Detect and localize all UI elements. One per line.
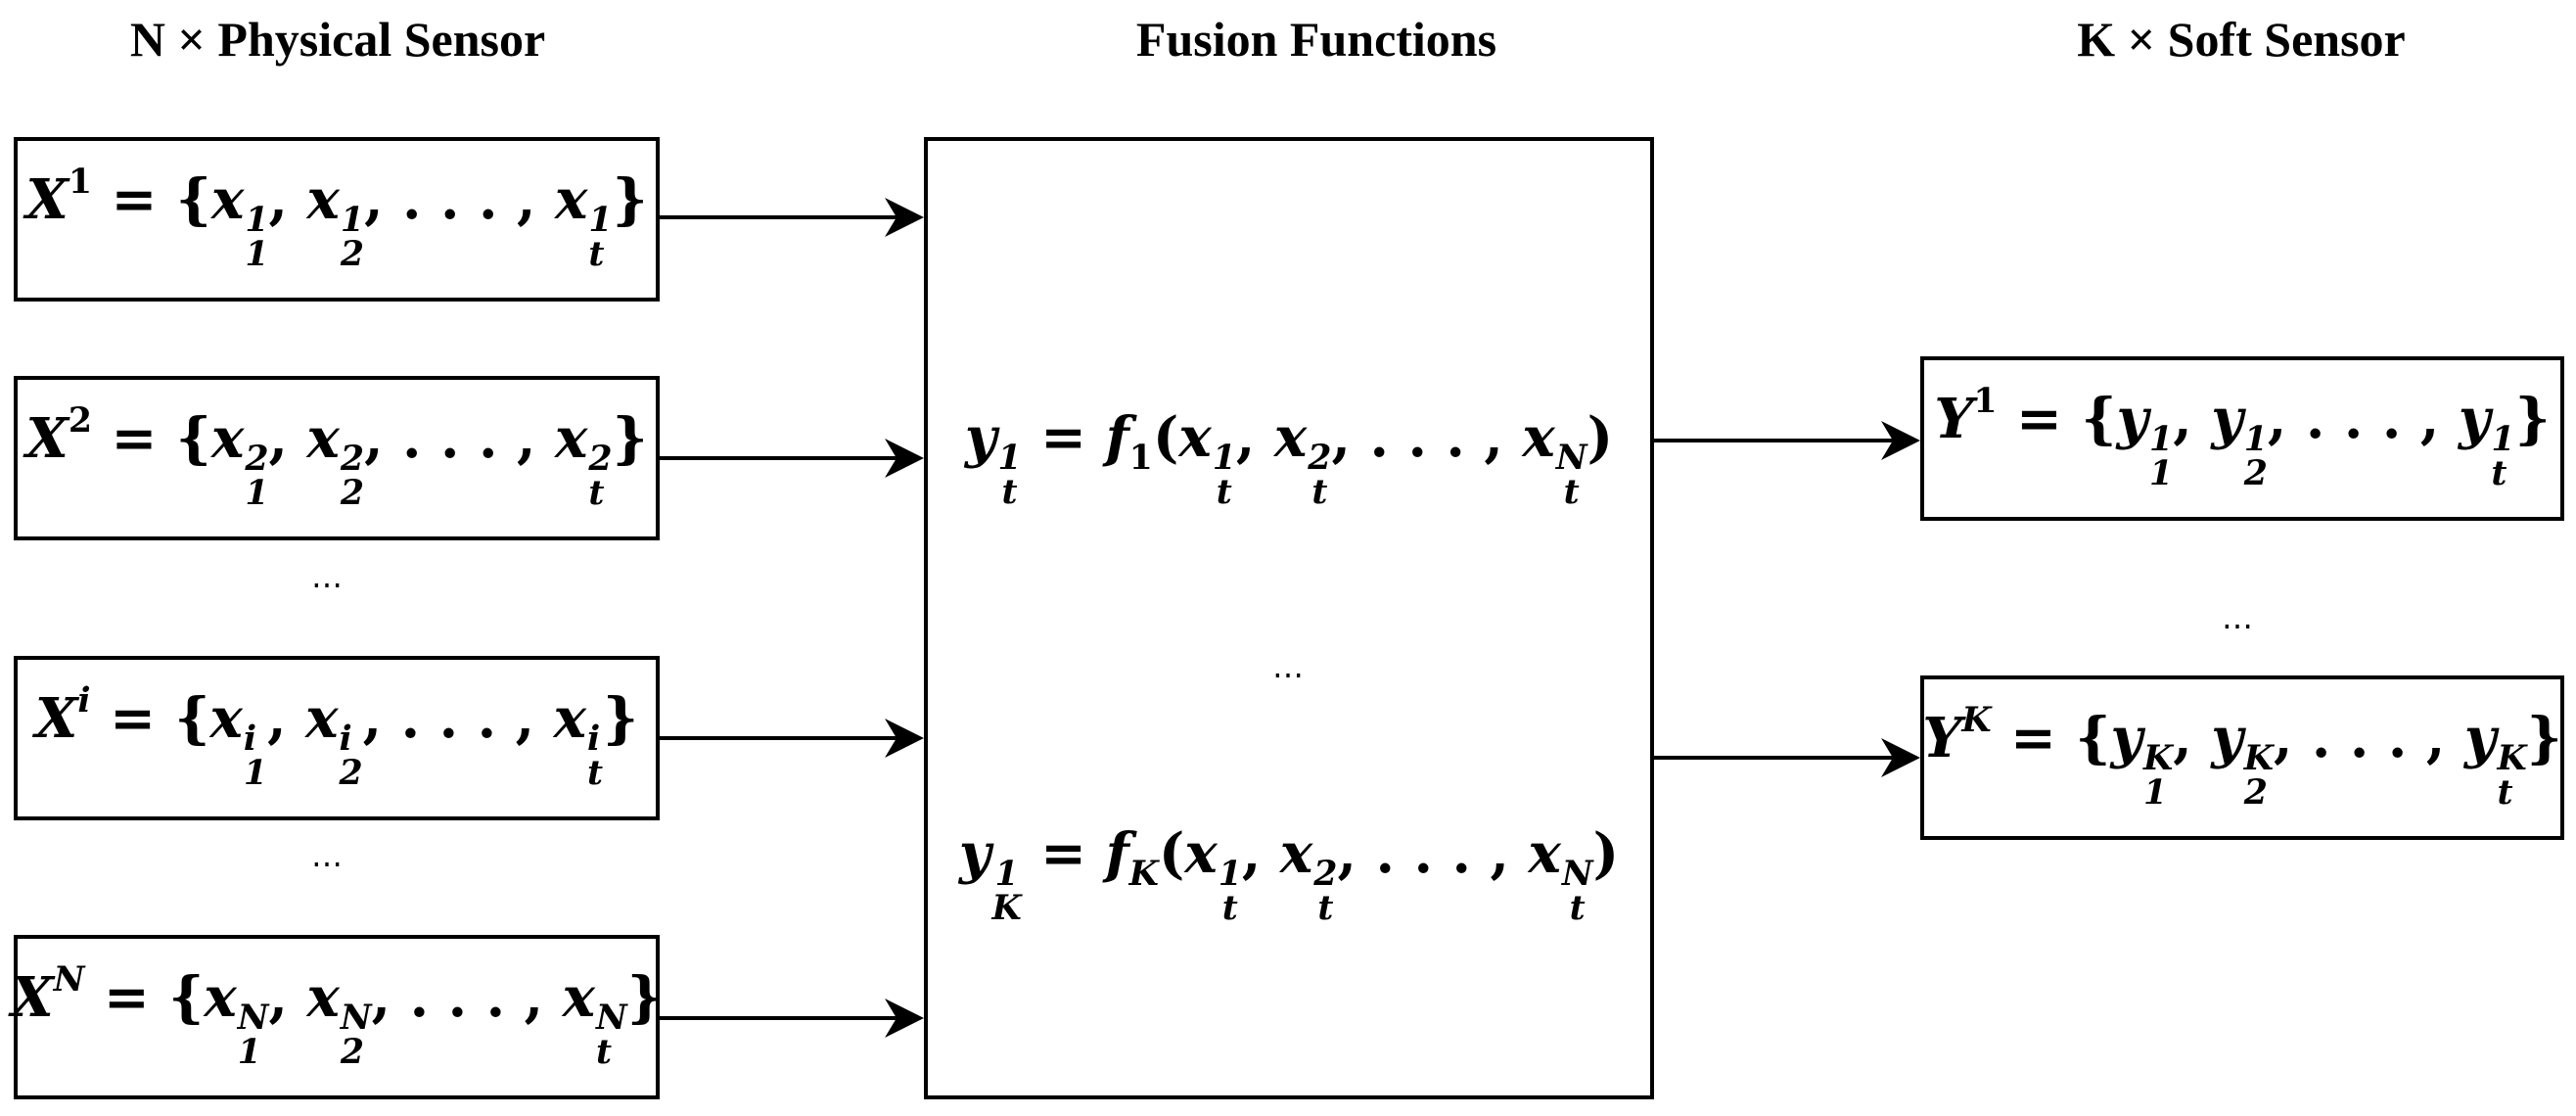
ellipsis-fusion: … [1272, 648, 1304, 685]
heading-soft-sensor: K × Soft Sensor [2077, 12, 2406, 67]
ellipsis-inputs-upper: … [311, 558, 343, 595]
ellipsis-outputs: … [2222, 599, 2253, 636]
ellipsis-inputs-lower: … [311, 837, 343, 874]
heading-fusion-functions: Fusion Functions [1135, 12, 1497, 67]
heading-physical-sensor: N × Physical Sensor [129, 12, 546, 67]
